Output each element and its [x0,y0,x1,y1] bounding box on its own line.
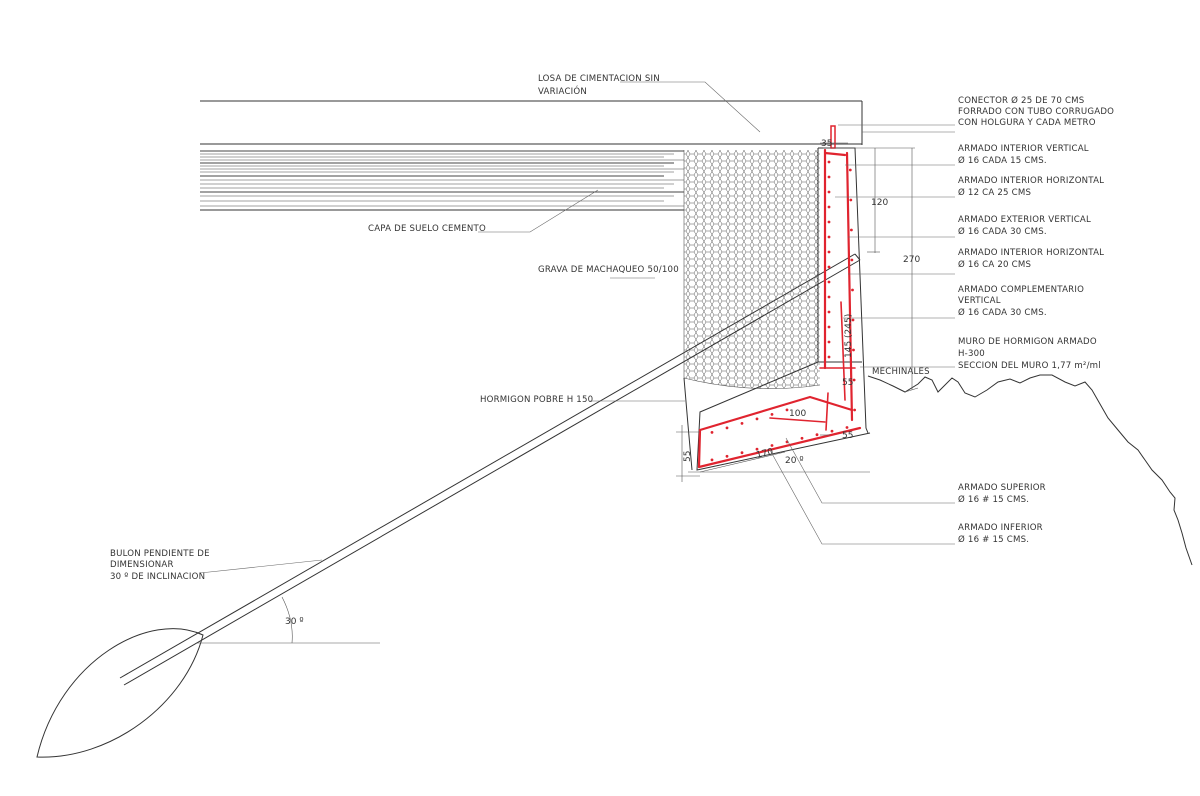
label-aiv-2: Ø 16 CADA 15 CMS. [958,155,1047,166]
dim-20: 20 º [785,456,804,466]
label-grava: GRAVA DE MACHAQUEO 50/100 [538,265,679,275]
dim-270: 270 [903,255,920,265]
label-aiv-1: ARMADO INTERIOR VERTICAL [958,144,1089,154]
rebar-dot [725,426,729,430]
label-ainf-2: Ø 16 # 15 CMS. [958,534,1029,545]
rebar-dot [770,444,774,447]
dim-145: 145 (245) [844,314,854,358]
label-aih2-2: Ø 16 CA 20 CMS [958,259,1031,270]
dim-120: 120 [871,198,888,208]
rebar-dot [710,431,714,434]
label-bulon-1: BULON PENDIENTE DE [110,549,210,559]
rebar-dot [740,422,744,425]
rebar-dot [755,417,759,421]
rebar-dot [827,205,831,209]
rebar-dot [740,451,744,455]
anchor-bolt [36,253,861,758]
rebar-dot [770,413,774,416]
label-aev-1: ARMADO EXTERIOR VERTICAL [958,215,1091,225]
soil-cement-layer [200,150,684,211]
rebar-dot [827,235,831,239]
label-losa-2: VARIACIÓN [538,85,587,97]
rebar-dot [827,310,831,314]
label-losa-1: LOSA DE CIMENTACION SIN [538,74,660,84]
rebar-group [697,148,862,469]
label-aih1-2: Ø 12 CA 25 CMS [958,187,1031,198]
label-hormigon-pobre: HORMIGON POBRE H 150 [480,395,593,405]
rebar-dot [853,408,856,412]
label-conector-3: CON HOLGURA Y CADA METRO [958,118,1096,128]
dim-30: 30 º [285,617,304,627]
rebar-dot [827,280,831,284]
foundation-slab [200,100,863,145]
label-muro-2: H-300 [958,349,985,359]
rebar-dot [755,447,759,451]
label-aev-2: Ø 16 CADA 30 CMS. [958,226,1047,237]
dim-55-b: 55 [842,431,853,441]
rebar-dot [827,265,831,269]
label-muro-1: MURO DE HORMIGON ARMADO [958,337,1097,347]
rebar-dot [852,348,855,352]
rebar-dot [827,355,831,359]
label-conector-2: FORRADO CON TUBO CORRUGADO [958,107,1114,117]
rebar-dot [710,458,714,462]
label-conector-1: CONECTOR Ø 25 DE 70 CMS [958,95,1084,106]
lean-concrete [683,377,870,473]
label-bulon-3: 30 º DE INCLINACION [110,572,205,582]
upper-footing-rebar [698,395,854,432]
leader-lines [199,81,955,574]
terrain-line [867,374,1193,566]
rebar-dot [827,160,831,164]
label-mechinales: MECHINALES [872,367,930,377]
dim-35: 35 [821,139,832,149]
dimension-text: 35 120 270 145 (245) 55 100 55 55 170 20… [285,139,920,627]
rebar-dot [785,408,789,412]
lower-footing-rebar [697,426,862,469]
bolt-bulb [36,628,204,758]
rebar-dot [848,168,852,172]
complementary-rebar [840,301,846,401]
rebar-dot [827,340,831,344]
rebar-dot [827,250,831,254]
rebar-dot [725,454,729,458]
rebar-dot [830,429,834,433]
label-ainf-1: ARMADO INFERIOR [958,523,1043,533]
rebar-dot [827,220,831,224]
label-muro-3: SECCION DEL MURO 1,77 m²/ml [958,361,1101,371]
dim-100: 100 [789,409,806,419]
label-acv-3: Ø 16 CADA 30 CMS. [958,307,1047,318]
rebar-dot [850,228,853,232]
rebar-dot [827,175,831,179]
rebar-dot [851,318,855,322]
label-asup-2: Ø 16 # 15 CMS. [958,494,1029,505]
rebar-dot [827,295,831,299]
rebar-dot [851,288,854,292]
label-bulon-2: DIMENSIONAR [110,560,174,570]
label-acv-1: ARMADO COMPLEMENTARIO [958,285,1084,295]
dim-55-a: 55 [842,378,853,388]
rebar-dot [827,190,831,194]
rebar-dot [845,426,849,429]
label-asup-1: ARMADO SUPERIOR [958,483,1046,493]
rebar-dot [800,436,804,440]
dim-170: 170 [755,447,774,461]
label-aih2-1: ARMADO INTERIOR HORIZONTAL [958,248,1104,258]
rebar-dot [852,378,856,382]
rebar-dot [849,198,853,202]
labels: LOSA DE CIMENTACION SIN VARIACIÓN CAPA D… [110,74,1114,582]
rebar-dot [850,258,854,262]
outer-vertical-rebar [845,151,854,422]
rebar-dot [827,325,831,329]
label-aih1-1: ARMADO INTERIOR HORIZONTAL [958,176,1104,186]
gravel-fill [683,150,821,389]
rebar-dot [815,433,819,437]
dim-55-c: 55 [683,451,693,462]
dimension-lines [676,147,919,482]
label-acv-2: VERTICAL [958,296,1001,306]
label-capa: CAPA DE SUELO CEMENTO [368,224,486,234]
